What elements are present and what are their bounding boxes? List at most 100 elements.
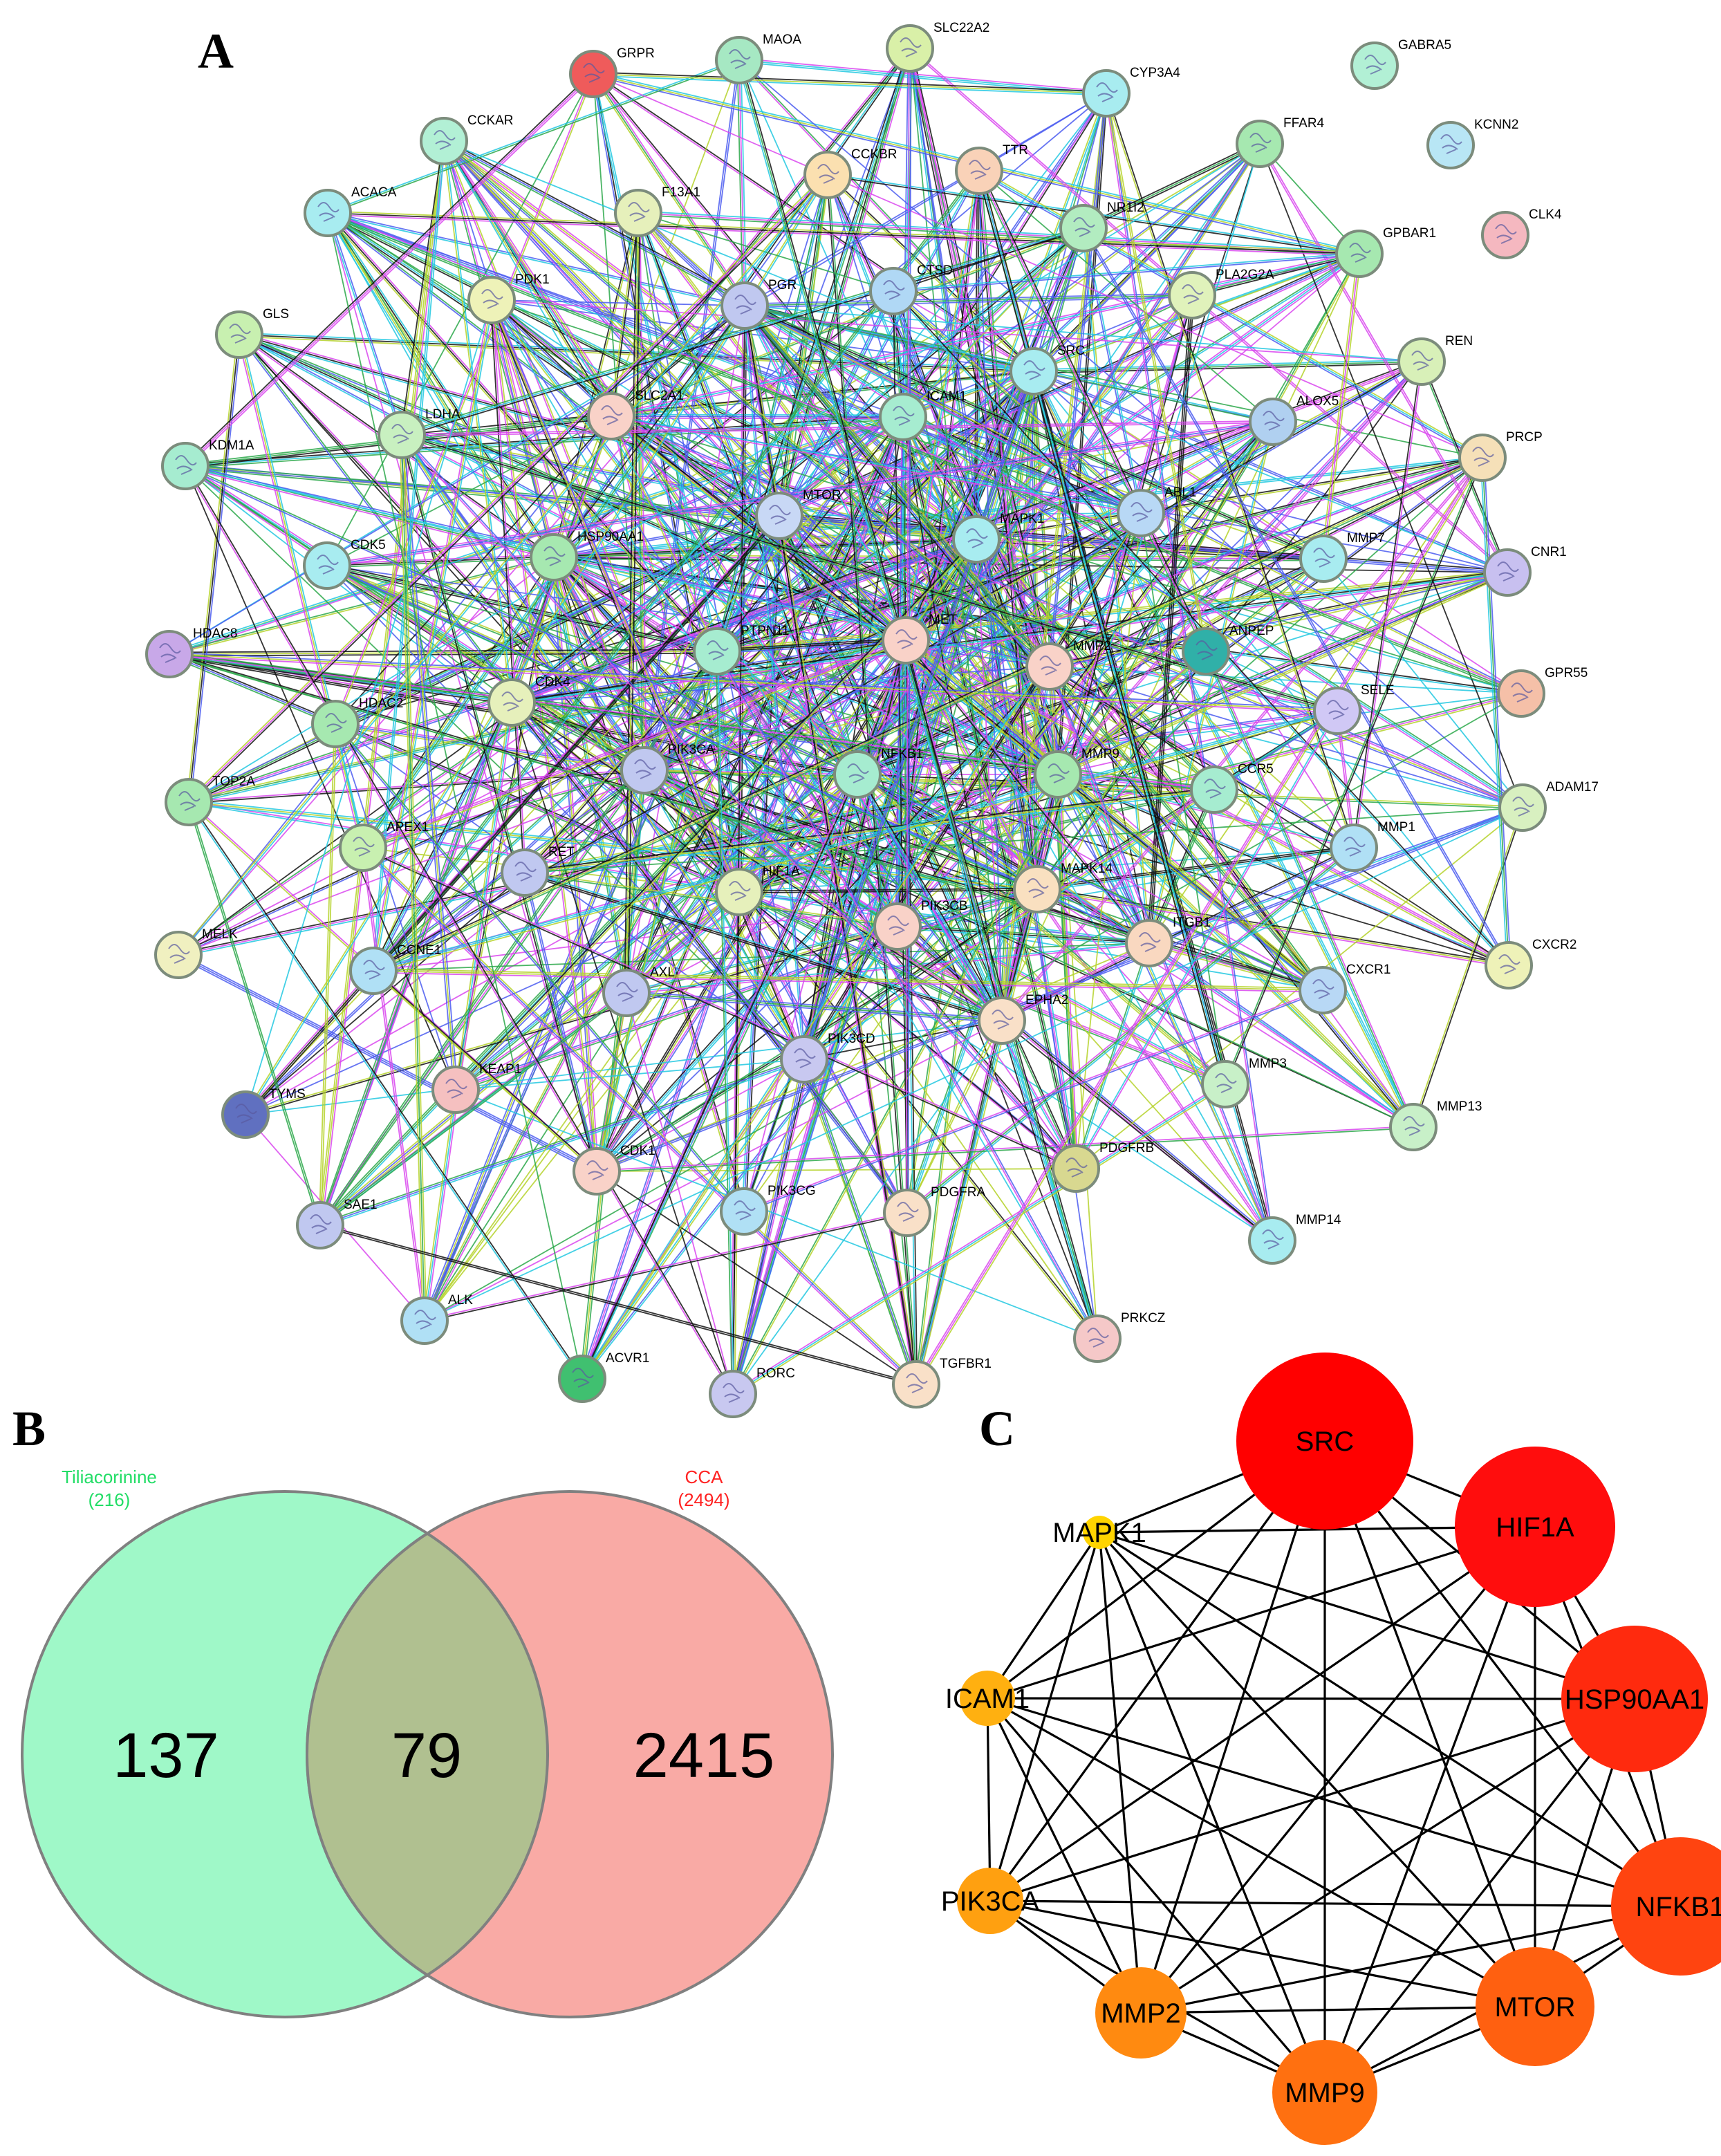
ppi-node-icam1[interactable]: ICAM1 bbox=[879, 389, 967, 441]
ppi-node-prcp[interactable]: PRCP bbox=[1458, 430, 1543, 482]
ppi-node-hdac8[interactable]: HDAC8 bbox=[145, 626, 237, 678]
ppi-node-axl[interactable]: AXL bbox=[602, 965, 675, 1017]
ppi-node-apex1[interactable]: APEX1 bbox=[339, 820, 429, 872]
ppi-node-pik3cb[interactable]: PIK3CB bbox=[873, 899, 968, 951]
ppi-node-acaca[interactable]: ACACA bbox=[304, 185, 397, 237]
ppi-node-alk[interactable]: ALK bbox=[400, 1293, 473, 1345]
ppi-node-ldha[interactable]: LDHA bbox=[378, 407, 461, 459]
ppi-node-mapk1[interactable]: MAPK1 bbox=[952, 512, 1044, 564]
ppi-node-kdm1a[interactable]: KDM1A bbox=[161, 438, 254, 490]
ppi-node-kcnn2[interactable]: KCNN2 bbox=[1426, 118, 1518, 169]
ppi-node-rorc[interactable]: RORC bbox=[709, 1366, 795, 1418]
ppi-node-acvr1[interactable]: ACVR1 bbox=[558, 1351, 649, 1403]
ppi-node-nr1i2[interactable]: NR1I2 bbox=[1059, 201, 1144, 252]
hub-node-mmp9[interactable]: MMP9 bbox=[1272, 2040, 1377, 2145]
ppi-node-top2a[interactable]: TOP2A bbox=[165, 774, 255, 826]
ppi-node-nfkb1[interactable]: NFKB1 bbox=[833, 747, 923, 799]
ppi-node-mmp2[interactable]: MMP2 bbox=[1025, 639, 1111, 691]
ppi-node-itgb1[interactable]: ITGB1 bbox=[1125, 916, 1211, 967]
ppi-node-mmp3[interactable]: MMP3 bbox=[1201, 1057, 1287, 1108]
ppi-node-sele[interactable]: SELE bbox=[1313, 683, 1395, 735]
ppi-node-cdk5[interactable]: CDK5 bbox=[303, 538, 386, 590]
ppi-edge bbox=[909, 48, 1098, 1339]
ppi-node-ptpn11[interactable]: PTPN11 bbox=[693, 624, 789, 676]
hub-node-mapk1[interactable]: MAPK1 bbox=[1052, 1516, 1146, 1549]
ppi-node-slc2a1[interactable]: SLC2A1 bbox=[587, 389, 684, 440]
ppi-node-gpr55[interactable]: GPR55 bbox=[1497, 666, 1588, 718]
ppi-node-gpbar1[interactable]: GPBAR1 bbox=[1335, 226, 1436, 278]
ppi-edge bbox=[744, 305, 977, 540]
ppi-node-cxcr2[interactable]: CXCR2 bbox=[1485, 938, 1576, 989]
ppi-edge bbox=[1191, 252, 1359, 295]
ppi-node-mmp9[interactable]: MMP9 bbox=[1034, 747, 1119, 799]
ppi-node-pik3ca[interactable]: PIK3CA bbox=[620, 743, 715, 794]
ppi-node-ren[interactable]: REN bbox=[1397, 334, 1473, 386]
ppi-node-hdac2[interactable]: HDAC2 bbox=[311, 696, 403, 748]
ppi-node-tgfbr1[interactable]: TGFBR1 bbox=[892, 1357, 992, 1409]
ppi-node-ttr[interactable]: TTR bbox=[955, 143, 1028, 195]
ppi-node-mmp7[interactable]: MMP7 bbox=[1299, 531, 1385, 583]
ppi-node-ctsd[interactable]: CTSD bbox=[869, 263, 953, 315]
ppi-node-cdk1[interactable]: CDK1 bbox=[573, 1144, 655, 1196]
ppi-node-epha2[interactable]: EPHA2 bbox=[978, 993, 1068, 1045]
ppi-edge bbox=[326, 73, 594, 566]
hub-node-pik3ca[interactable]: PIK3CA bbox=[941, 1868, 1040, 1934]
ppi-node-abl1[interactable]: ABL1 bbox=[1117, 485, 1196, 537]
ppi-node-pik3cd[interactable]: PIK3CD bbox=[780, 1032, 875, 1084]
ppi-node-f13a1[interactable]: F13A1 bbox=[614, 185, 700, 237]
ppi-edge bbox=[978, 170, 1207, 652]
ppi-edge bbox=[980, 169, 1209, 651]
ppi-node-ccne1[interactable]: CCNE1 bbox=[349, 943, 441, 995]
ppi-node-pla2g2a[interactable]: PLA2G2A bbox=[1168, 268, 1274, 319]
ppi-node-mmp1[interactable]: MMP1 bbox=[1330, 820, 1415, 872]
ppi-node-pdgfrb[interactable]: PDGFRB bbox=[1052, 1141, 1154, 1193]
ppi-node-slc22a2[interactable]: SLC22A2 bbox=[886, 21, 989, 73]
ppi-node-pdgfra[interactable]: PDGFRA bbox=[883, 1185, 986, 1237]
ppi-node-pik3cg[interactable]: PIK3CG bbox=[720, 1184, 816, 1236]
hub-node-icam1[interactable]: ICAM1 bbox=[945, 1671, 1030, 1726]
ppi-node-cckbr[interactable]: CCKBR bbox=[803, 147, 897, 199]
protein-structure-icon bbox=[1411, 351, 1433, 371]
ppi-node-adam17[interactable]: ADAM17 bbox=[1498, 780, 1599, 832]
protein-structure-icon bbox=[969, 160, 991, 180]
ppi-node-ffar4[interactable]: FFAR4 bbox=[1236, 116, 1325, 168]
ppi-node-grpr[interactable]: GRPR bbox=[569, 46, 655, 98]
ppi-node-mmp13[interactable]: MMP13 bbox=[1389, 1099, 1482, 1151]
ppi-node-mapk14[interactable]: MAPK14 bbox=[1013, 862, 1113, 913]
ppi-node-tyms[interactable]: TYMS bbox=[221, 1087, 306, 1139]
ppi-node-prkcz[interactable]: PRKCZ bbox=[1073, 1311, 1166, 1363]
ppi-edge bbox=[425, 651, 719, 1321]
ppi-node-ccr5[interactable]: CCR5 bbox=[1190, 762, 1274, 814]
hub-node-mtor[interactable]: MTOR bbox=[1476, 1947, 1594, 2066]
hub-node-hif1a[interactable]: HIF1A bbox=[1455, 1447, 1615, 1607]
hub-node-mmp2[interactable]: MMP2 bbox=[1095, 1967, 1187, 2059]
ppi-node-gabra5[interactable]: GABRA5 bbox=[1350, 38, 1451, 90]
ppi-node-alox5[interactable]: ALOX5 bbox=[1249, 394, 1339, 446]
ppi-node-met[interactable]: MET bbox=[882, 613, 958, 665]
ppi-node-cyp3a4[interactable]: CYP3A4 bbox=[1082, 66, 1180, 118]
hub-node-hsp90aa1[interactable]: HSP90AA1 bbox=[1561, 1626, 1708, 1772]
ppi-node-sae1[interactable]: SAE1 bbox=[296, 1198, 378, 1249]
ppi-node-mtor[interactable]: MTOR bbox=[755, 488, 841, 540]
ppi-node-keap1[interactable]: KEAP1 bbox=[431, 1062, 521, 1114]
ppi-node-pgr[interactable]: PGR bbox=[720, 278, 797, 330]
ppi-node-anpep[interactable]: ANPEP bbox=[1182, 624, 1274, 676]
ppi-node-hif1a[interactable]: HIF1A bbox=[715, 864, 800, 916]
ppi-node-melk[interactable]: MELK bbox=[154, 927, 238, 979]
ppi-node-cdk4[interactable]: CDK4 bbox=[487, 675, 570, 727]
ppi-node-src[interactable]: SRC bbox=[1010, 344, 1085, 396]
ppi-node-cckar[interactable]: CCKAR bbox=[420, 113, 514, 165]
ppi-node-clk4[interactable]: CLK4 bbox=[1481, 207, 1562, 259]
hub-node-nfkb1[interactable]: NFKB1 bbox=[1611, 1837, 1721, 1976]
ppi-node-mmp14[interactable]: MMP14 bbox=[1248, 1213, 1341, 1265]
ppi-node-pdk1[interactable]: PDK1 bbox=[467, 272, 550, 324]
ppi-node-cxcr1[interactable]: CXCR1 bbox=[1299, 963, 1390, 1014]
ppi-edge bbox=[189, 799, 1038, 889]
ppi-node-ret[interactable]: RET bbox=[501, 845, 575, 897]
ppi-node-cnr1[interactable]: CNR1 bbox=[1483, 545, 1567, 597]
ppi-node-maoa[interactable]: MAOA bbox=[715, 32, 801, 84]
ppi-node-gls[interactable]: GLS bbox=[215, 307, 289, 359]
hub-node-src[interactable]: SRC bbox=[1236, 1353, 1413, 1530]
ppi-node-hsp90aa1[interactable]: HSP90AA1 bbox=[530, 530, 644, 582]
ppi-edge bbox=[978, 170, 1038, 890]
